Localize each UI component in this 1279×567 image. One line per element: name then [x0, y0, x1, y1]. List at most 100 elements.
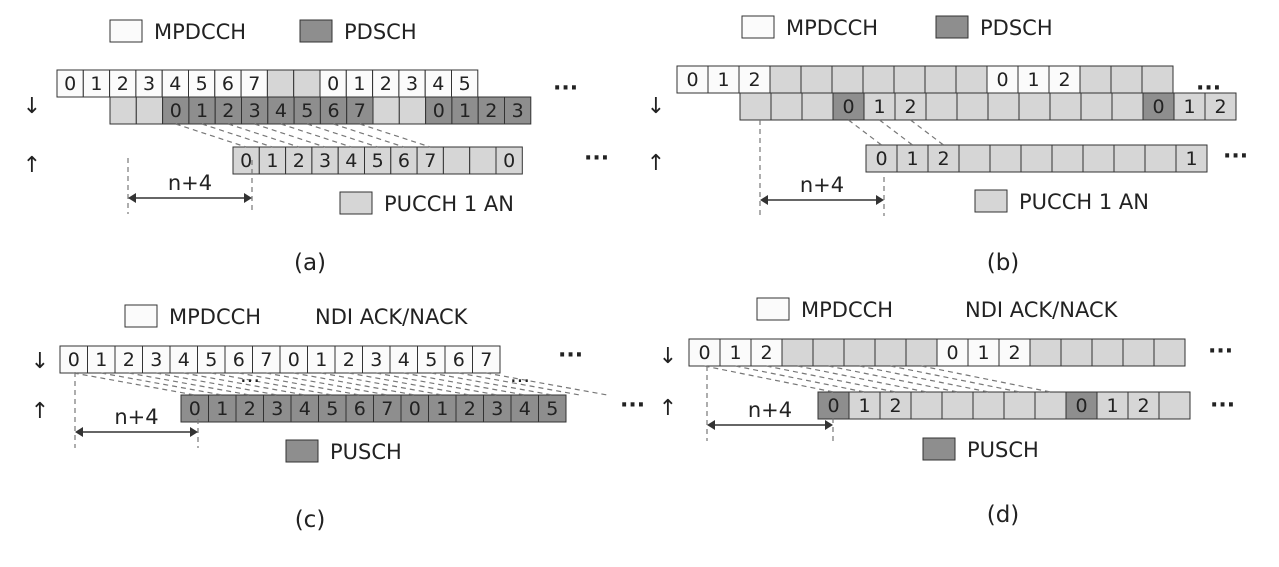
subframe-cell — [1051, 144, 1084, 173]
subframe-index: 6 — [354, 398, 366, 420]
subframe-index: 1 — [196, 100, 208, 122]
harq-association-line — [704, 365, 834, 393]
subframe-cell — [398, 96, 427, 125]
subframe-cell — [989, 144, 1022, 173]
subframe-cell — [1003, 391, 1036, 420]
subframe-cell — [319, 96, 348, 125]
subframe-cell — [1173, 92, 1206, 121]
subframe-index: 2 — [1137, 395, 1149, 417]
subframe-cell — [707, 65, 740, 94]
subframe-cell — [495, 146, 523, 175]
subframe-cell — [59, 345, 88, 374]
subframe-index: 1 — [1106, 395, 1118, 417]
subframe-index: 5 — [546, 398, 558, 420]
subframe-cell — [843, 338, 876, 367]
legend-swatch-pdsch — [935, 15, 969, 39]
subframe-index: 2 — [937, 148, 949, 170]
legend-swatch-mpdcch — [756, 297, 790, 321]
subframe-index: 1 — [717, 69, 729, 91]
downlink-arrow-icon: ↓ — [659, 344, 677, 369]
subframe-cell — [293, 96, 321, 125]
subframe-index: 0 — [503, 150, 515, 172]
legend-label: MPDCCH — [786, 16, 878, 40]
subframe-index: 0 — [842, 96, 854, 118]
subframe-index: 4 — [345, 150, 357, 172]
continuation-ellipsis: ··· — [584, 146, 609, 171]
harq-association-line — [73, 372, 195, 396]
subframe-cell — [896, 144, 929, 173]
legend-swatch-pucch-1-an — [339, 191, 373, 215]
harq-association-line — [766, 365, 896, 393]
continuation-ellipsis: ··· — [1208, 339, 1233, 364]
subframe-cell — [941, 391, 974, 420]
subframe-index: 2 — [889, 395, 901, 417]
legend-swatch-pusch — [285, 439, 319, 463]
harq-association-line — [211, 372, 333, 396]
subframe-cell — [345, 69, 374, 98]
subframe-cell — [750, 338, 783, 367]
harq-association-line — [848, 119, 882, 146]
subframe-index: 0 — [68, 349, 80, 371]
subframe-index: 4 — [299, 398, 311, 420]
legend-label: MPDCCH — [801, 298, 893, 322]
subframe-cell — [781, 338, 814, 367]
subframe-cell — [109, 96, 137, 125]
offset-arrowhead-right-icon — [825, 420, 833, 430]
subframe-cell — [188, 69, 216, 98]
subframe-index: 2 — [904, 96, 916, 118]
subframe-index: 5 — [372, 150, 384, 172]
subframe-index: 1 — [459, 100, 471, 122]
subframe-cell — [998, 338, 1031, 367]
subframe-index: 0 — [996, 69, 1008, 91]
offset-arrowhead-left-icon — [760, 195, 768, 205]
harq-association-line — [238, 372, 360, 396]
subframe-index: 0 — [409, 398, 421, 420]
harq-association-line — [333, 123, 405, 148]
legend-label: NDI ACK/NACK — [315, 305, 469, 329]
subframe-index: 1 — [977, 342, 989, 364]
subframe-index: 0 — [875, 148, 887, 170]
subframe-cell — [1020, 144, 1053, 173]
panel-caption: (d) — [987, 502, 1020, 528]
subframe-cell — [345, 394, 374, 423]
harq-association-line — [828, 365, 958, 393]
subframe-cell — [266, 69, 295, 98]
subframe-cell — [769, 65, 802, 94]
subframe-cell — [1079, 65, 1112, 94]
subframe-index: 2 — [1214, 96, 1226, 118]
harq-association-line — [307, 123, 378, 148]
harq-association-line — [890, 365, 1020, 393]
subframe-index: 2 — [123, 349, 135, 371]
legend-label: PUCCH 1 AN — [1019, 190, 1149, 214]
subframe-index: 5 — [425, 349, 437, 371]
subframe-cell — [1017, 65, 1050, 94]
subframe-index: 2 — [1008, 342, 1020, 364]
offset-arrowhead-right-icon — [244, 193, 252, 203]
subframe-cell — [1122, 338, 1155, 367]
subframe-index: 0 — [189, 398, 201, 420]
subframe-cell — [676, 65, 709, 94]
subframe-cell — [263, 394, 292, 423]
subframe-cell — [1204, 92, 1237, 121]
subframe-cell — [428, 394, 457, 423]
offset-arrowhead-left-icon — [75, 427, 83, 437]
subframe-index: 1 — [858, 395, 870, 417]
subframe-index: 6 — [233, 349, 245, 371]
subframe-index: 0 — [1075, 395, 1087, 417]
harq-association-line — [376, 372, 498, 396]
harq-association-line — [266, 372, 388, 396]
subframe-cell — [688, 338, 721, 367]
legend-swatch-pusch — [922, 437, 956, 461]
downlink-arrow-icon: ↓ — [31, 349, 49, 374]
subframe-index: 6 — [328, 100, 340, 122]
subframe-cell — [972, 391, 1005, 420]
subframe-index: 5 — [326, 398, 338, 420]
harq-association-line — [183, 372, 305, 396]
subframe-cell — [1110, 65, 1143, 94]
subframe-cell — [504, 96, 532, 125]
subframe-index: 3 — [512, 100, 524, 122]
subframe-cell — [1091, 338, 1124, 367]
panel-caption: (a) — [294, 250, 326, 276]
subframe-cell — [398, 69, 426, 98]
subframe-cell — [214, 96, 242, 125]
